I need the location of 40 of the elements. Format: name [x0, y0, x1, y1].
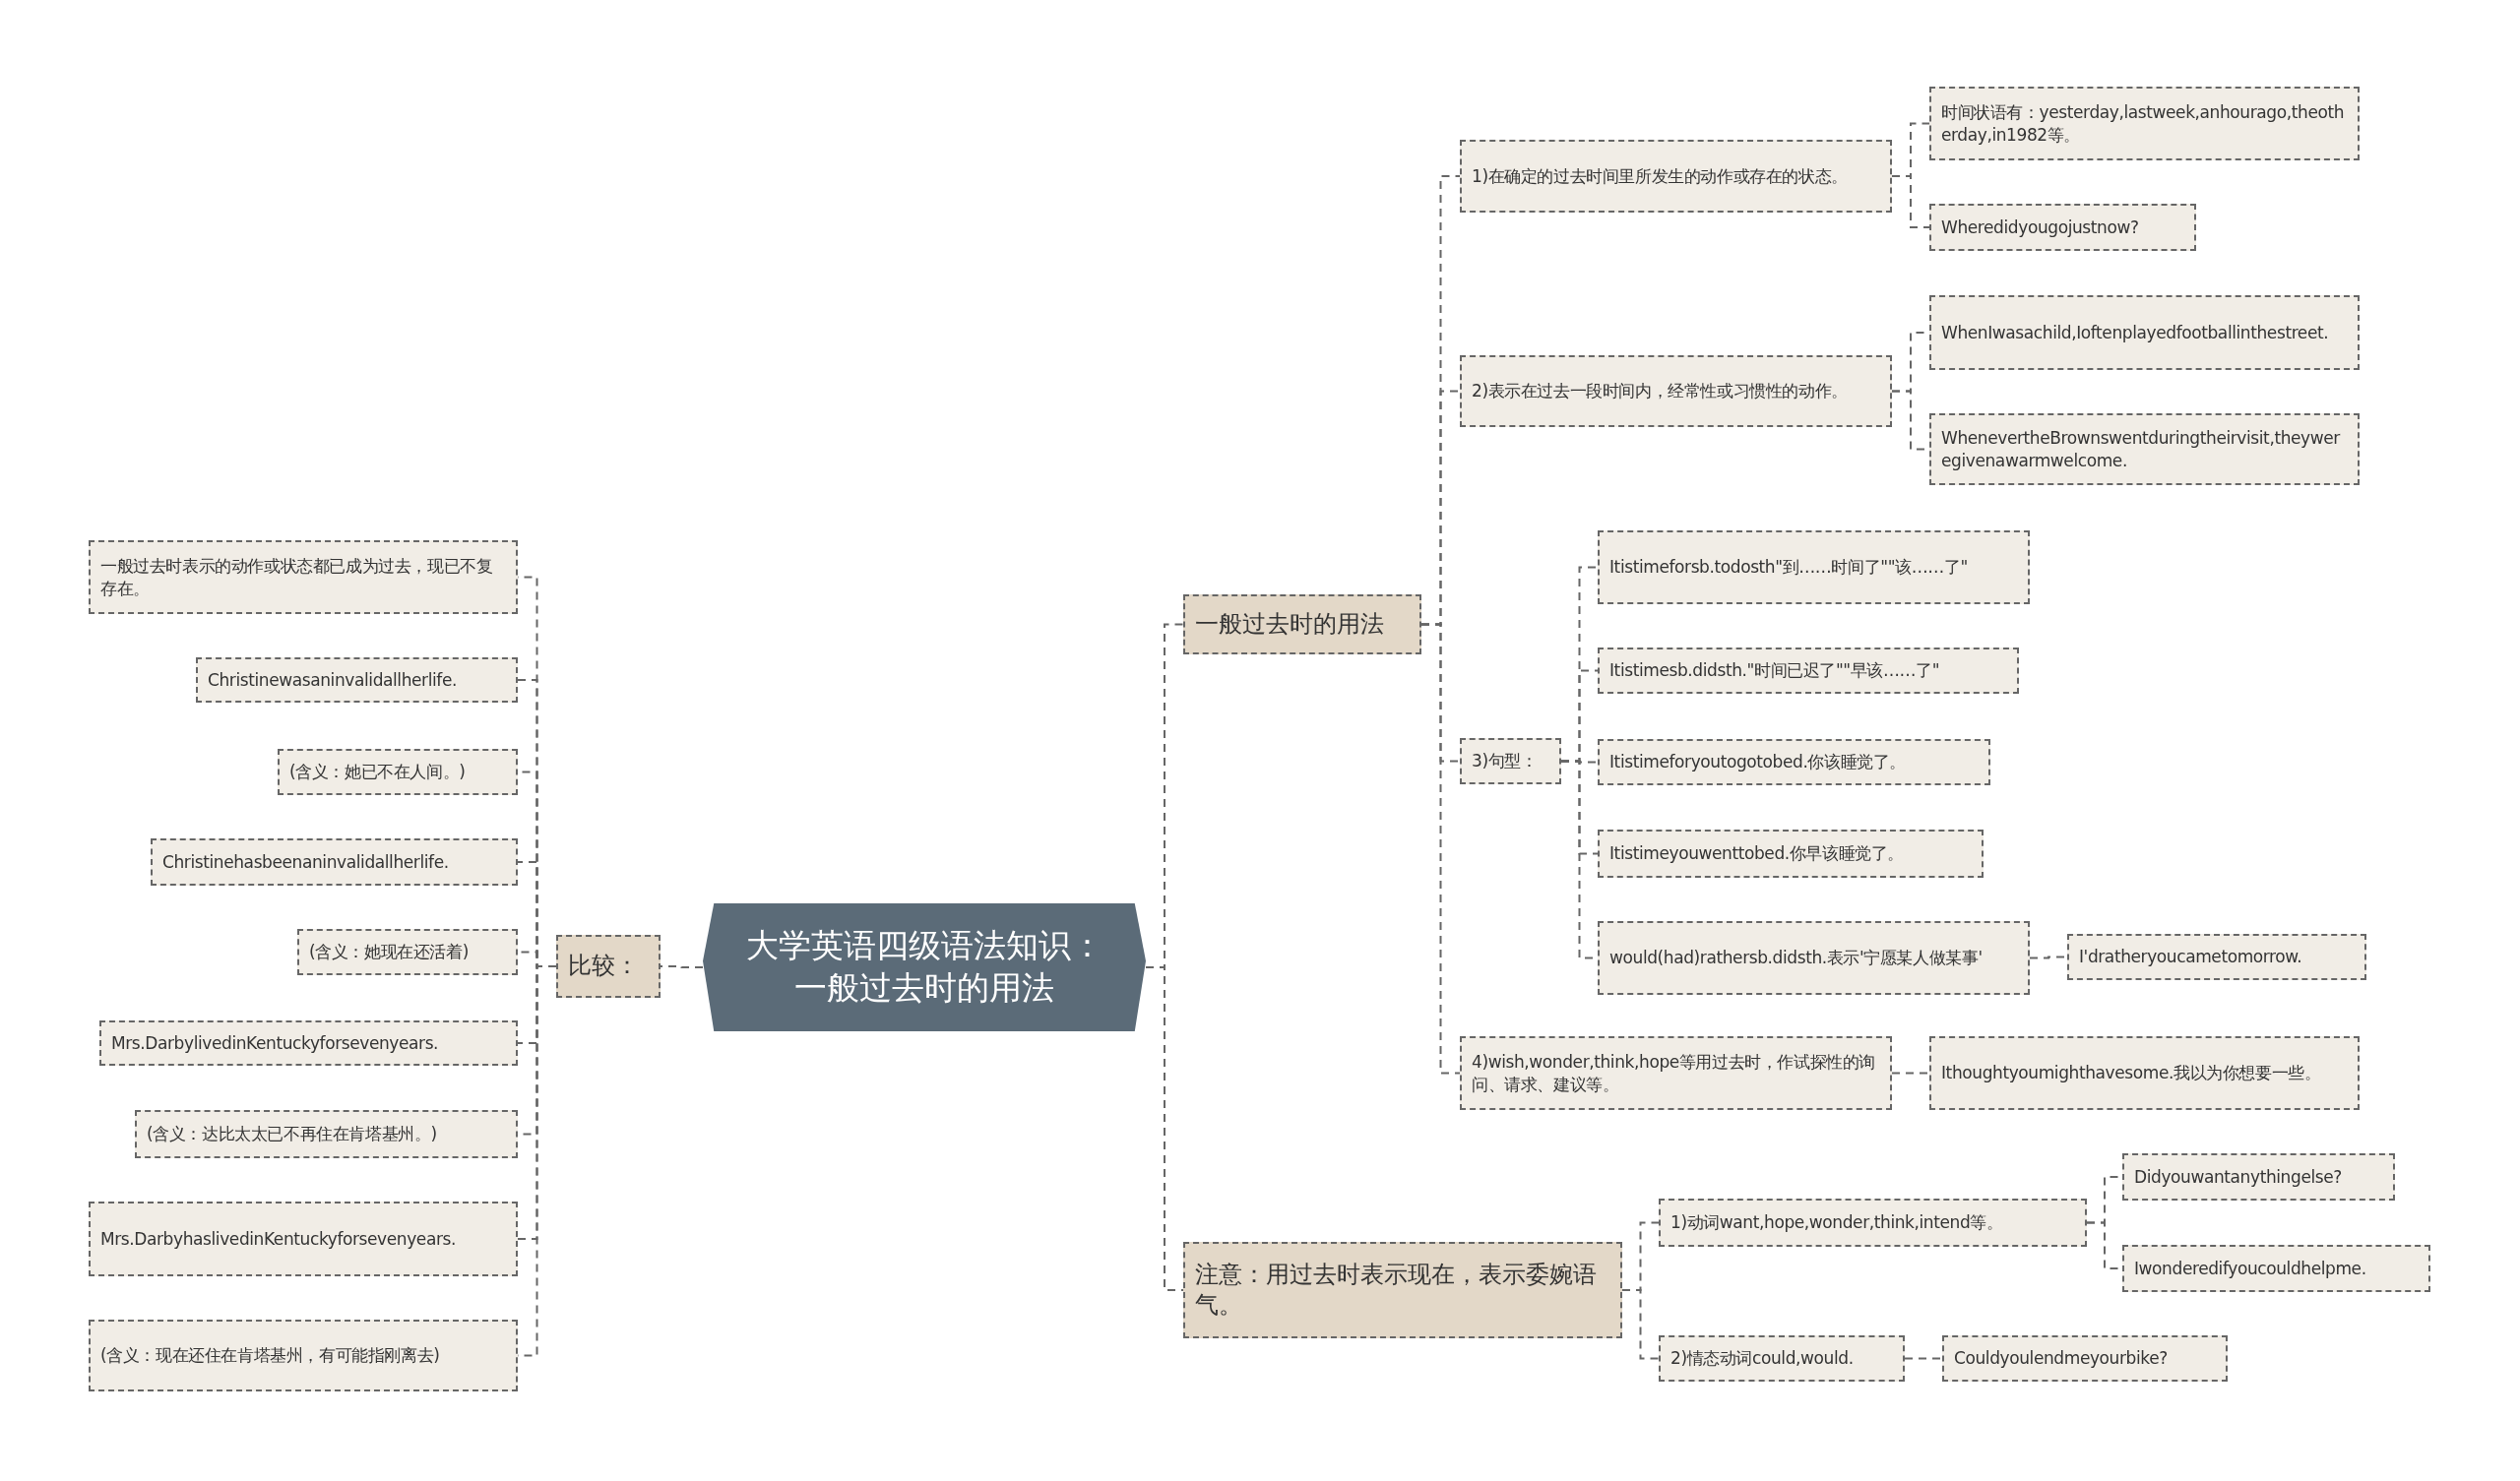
example-box: Itistimeyouwenttobed.你早该睡觉了。: [1598, 830, 1984, 878]
example-box: Itistimesb.didsth."时间已迟了""早该……了": [1598, 648, 2019, 694]
example-box: Ithoughtyoumighthavesome.我以为你想要一些。: [1929, 1036, 2360, 1110]
example-box: (含义：她已不在人间。): [278, 749, 518, 795]
example-box: 一般过去时表示的动作或状态都已成为过去，现已不复存在。: [89, 540, 518, 614]
example-box: Itistimeforsb.todosth"到……时间了""该……了": [1598, 530, 2030, 604]
example-box: I'dratheryoucametomorrow.: [2067, 934, 2366, 980]
example-box: Iwonderedifyoucouldhelpme.: [2122, 1245, 2430, 1292]
example-box: 时间状语有：yesterday,lastweek,anhourago,theotherday,in1982等。: [1929, 87, 2360, 160]
example-box: Wheredidyougojustnow?: [1929, 204, 2196, 251]
connector: [1621, 1289, 1660, 1360]
subtopic-box: 4)wish,wonder,think,hope等用过去时，作试探性的询问、请求、建议等。: [1460, 1036, 1892, 1110]
example-box: Itistimeforyoutogotobed.你该睡觉了。: [1598, 739, 1990, 785]
connector: [1904, 1357, 1943, 1360]
example-box: Couldyoulendmeyourbike?: [1942, 1335, 2228, 1382]
example-box: WhenIwasachild,Ioftenplayedfootballinthestreet.: [1929, 295, 2360, 370]
connector: [660, 965, 704, 968]
connector: [1891, 1072, 1930, 1075]
subtopic-box: 1)在确定的过去时间里所发生的动作或存在的状态。: [1460, 140, 1892, 213]
example-box: (含义：她现在还活着): [297, 929, 518, 975]
example-box: Didyouwantanythingelse?: [2122, 1153, 2395, 1201]
topic-box: 注意：用过去时表示现在，表示委婉语气。: [1183, 1242, 1622, 1338]
topic-box: 一般过去时的用法: [1183, 594, 1421, 654]
connector: [1420, 623, 1461, 1075]
example-box: (含义：现在还住在肯塔基州，有可能指刚离去): [89, 1320, 518, 1391]
subtopic-box: 1)动词want,hope,wonder,think,intend等。: [1659, 1199, 2087, 1247]
subtopic-box: 2)表示在过去一段时间内，经常性或习惯性的动作。: [1460, 355, 1892, 427]
central-topic: 大学英语四级语法知识：一般过去时的用法: [703, 903, 1146, 1031]
example-box: Christinehasbeenaninvalidallherlife.: [151, 838, 518, 886]
connector: [1891, 175, 1930, 228]
example-box: Mrs.DarbyhaslivedinKentuckyforsevenyears.: [89, 1202, 518, 1276]
example-box: Mrs.DarbylivedinKentuckyforsevenyears.: [99, 1020, 518, 1066]
example-box: would(had)rathersb.didsth.表示'宁愿某人做某事': [1598, 921, 2030, 995]
connector: [1145, 966, 1184, 1291]
example-box: (含义：达比太太已不再住在肯塔基州。): [135, 1110, 518, 1158]
subtopic-box: 2)情态动词could,would.: [1659, 1335, 1905, 1382]
topic-box: 比较：: [556, 935, 661, 998]
example-box: Christinewasaninvalidallherlife.: [196, 657, 518, 703]
example-box: WhenevertheBrownswentduringtheirvisit,theyweregivenawarmwelcome.: [1929, 413, 2360, 485]
subtopic-box: 3)句型：: [1460, 738, 1561, 784]
